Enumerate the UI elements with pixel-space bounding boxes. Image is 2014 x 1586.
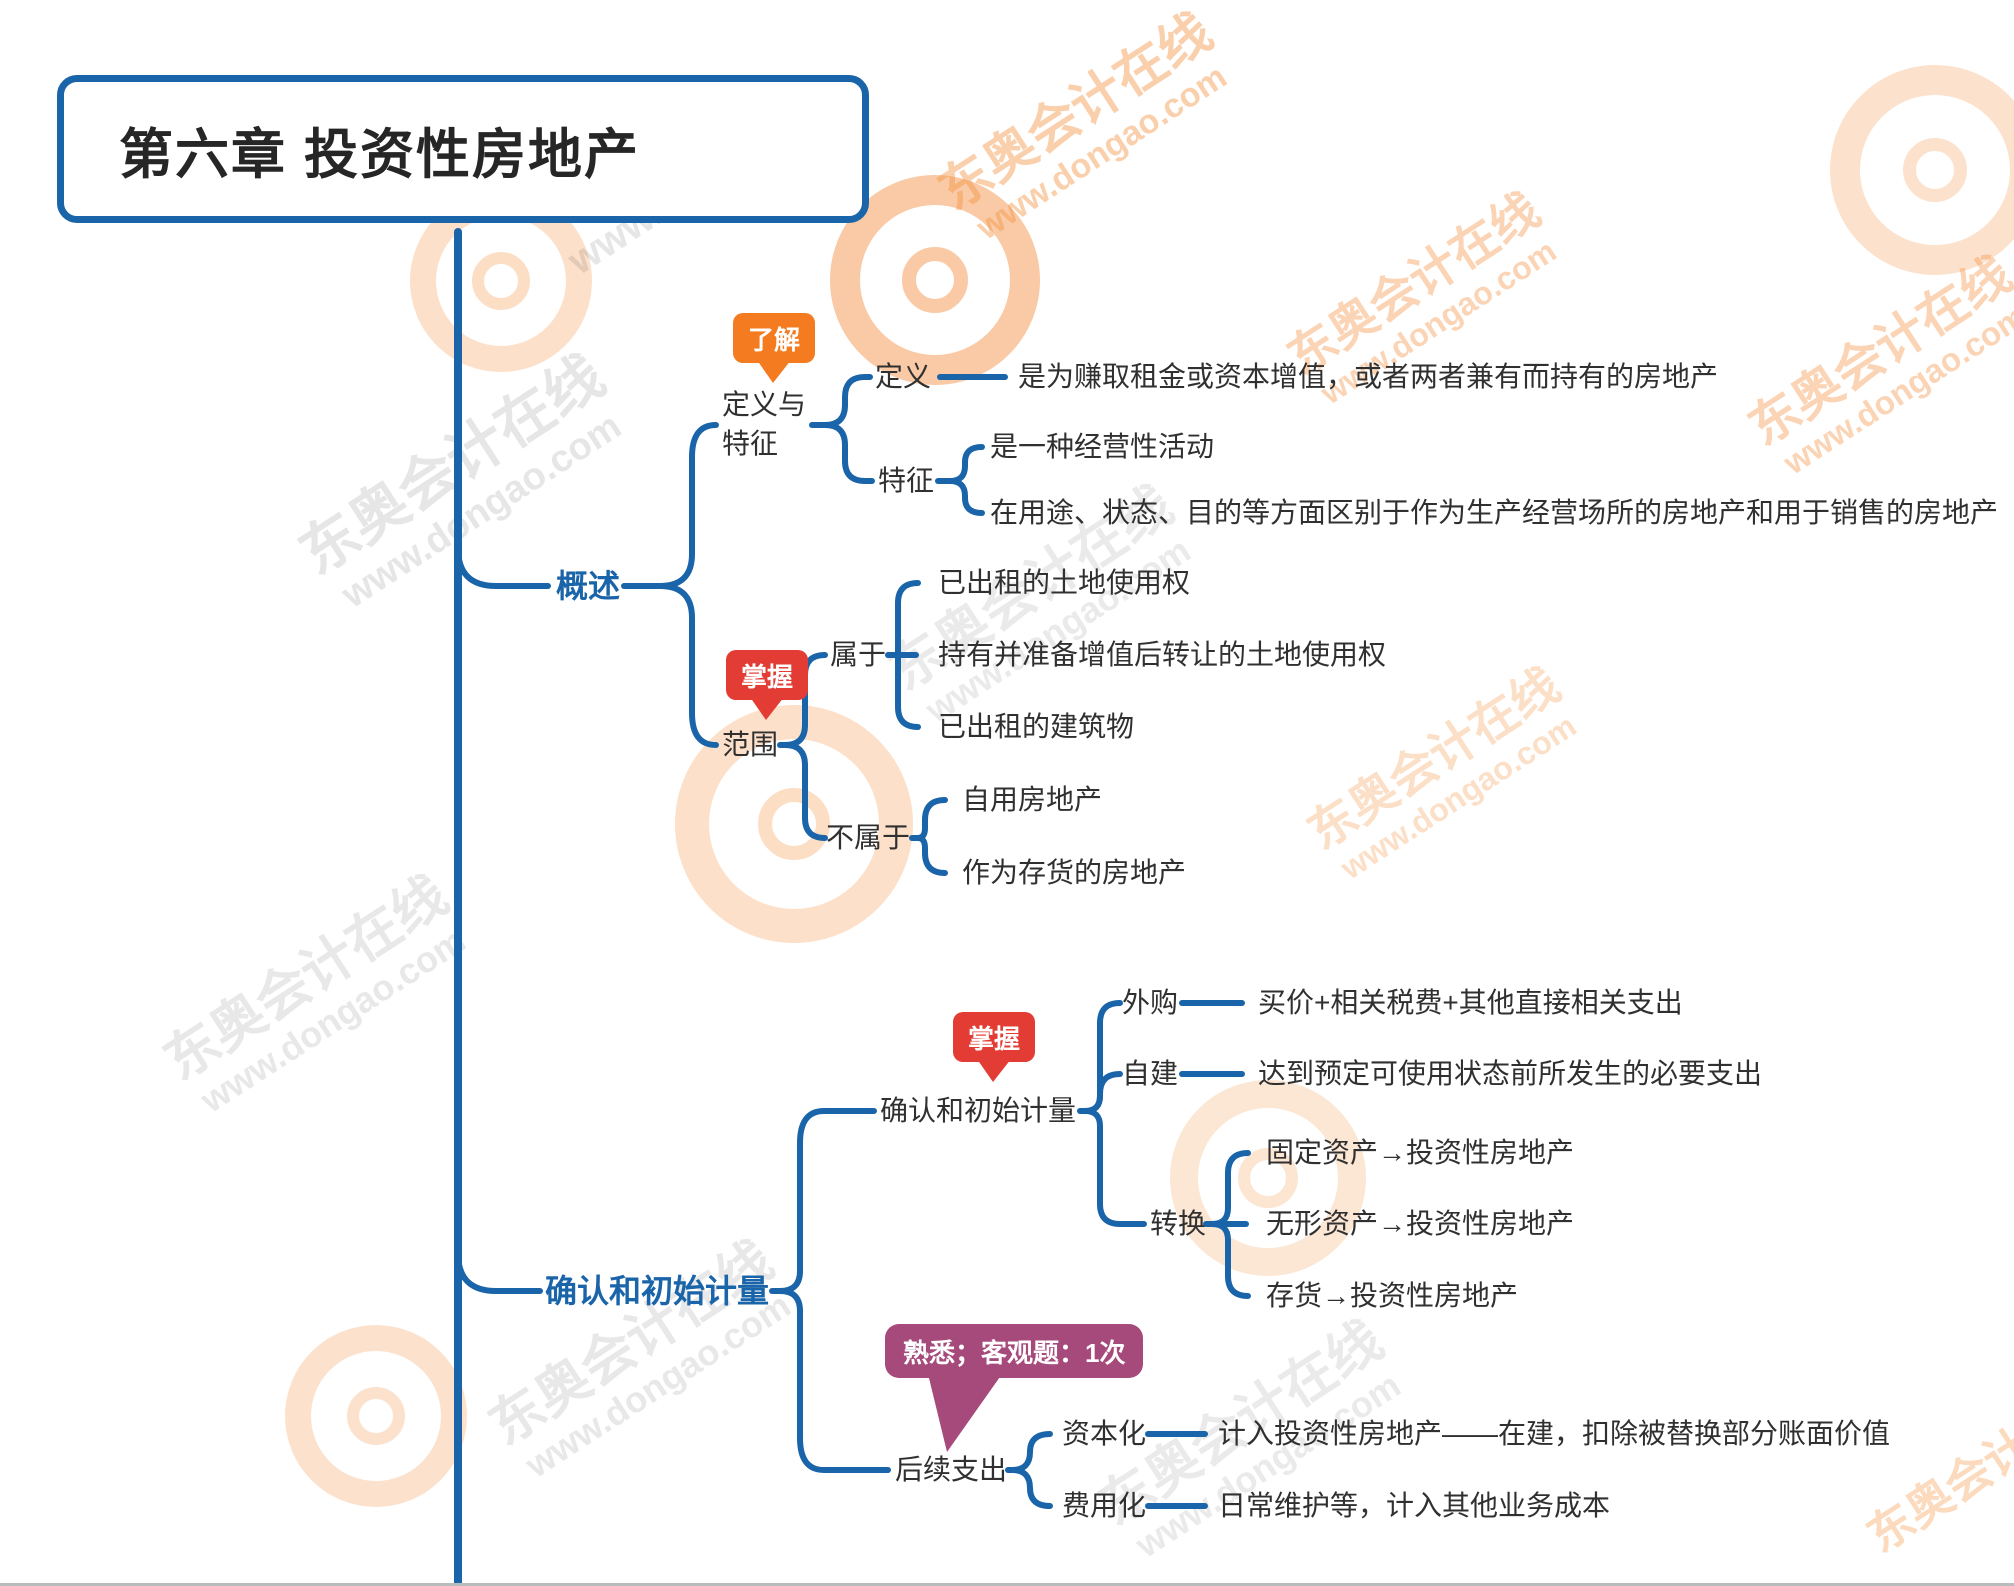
text-conversion-2: 无形资产→投资性房地产	[1266, 1208, 1575, 1239]
text-capitalized: 计入投资性房地产——在建，扣除被替换部分账面价值	[1218, 1418, 1891, 1449]
chapter-title-box: 第六章 投资性房地产	[57, 75, 869, 223]
node-subsequent-expenditure: 后续支出	[895, 1454, 1008, 1485]
text-feature-2: 在用途、状态、目的等方面区别于作为生产经营场所的房地产和用于销售的房地产	[990, 497, 1999, 528]
node-features: 特征	[878, 465, 935, 496]
text-conversion-3: 存货→投资性房地产	[1266, 1280, 1519, 1311]
text-not-belongs-2: 作为存货的房地产	[962, 857, 1187, 888]
node-initial-measurement: 确认和初始计量	[880, 1095, 1077, 1126]
node-definition: 定义	[875, 361, 932, 392]
node-definition-features: 定义与特征	[722, 389, 807, 459]
text-belongs-3: 已出租的建筑物	[938, 711, 1135, 742]
node-conversion: 转换	[1150, 1208, 1207, 1239]
priority-badge-shuxi: 熟悉；客观题：1次	[885, 1324, 1144, 1378]
text-not-belongs-1: 自用房地产	[962, 784, 1103, 815]
node-not-belongs: 不属于	[826, 822, 911, 853]
text-conversion-1: 固定资产→投资性房地产	[1266, 1137, 1575, 1168]
text-feature-1: 是一种经营性活动	[990, 431, 1215, 462]
text-purchased: 买价+相关税费+其他直接相关支出	[1258, 987, 1683, 1018]
node-belongs: 属于	[830, 639, 887, 670]
text-definition: 是为赚取租金或资本增值，或者两者兼有而持有的房地产	[1018, 361, 1719, 392]
node-scope: 范围	[722, 729, 779, 760]
node-purchased: 外购	[1122, 987, 1179, 1018]
text-expensed: 日常维护等，计入其他业务成本	[1218, 1490, 1611, 1521]
branch-overview: 概述	[556, 568, 621, 604]
node-capitalized: 资本化	[1062, 1418, 1147, 1449]
priority-badge-liaojie: 了解	[733, 313, 815, 363]
node-expensed: 费用化	[1062, 1490, 1147, 1521]
text-belongs-1: 已出租的土地使用权	[938, 567, 1191, 598]
branch-recognition: 确认和初始计量	[545, 1273, 770, 1309]
priority-badge-zhangwo-recognition: 掌握	[953, 1012, 1035, 1062]
node-self-built: 自建	[1122, 1058, 1179, 1089]
priority-badge-zhangwo-scope: 掌握	[726, 650, 808, 700]
text-belongs-2: 持有并准备增值后转让的土地使用权	[938, 639, 1387, 670]
chapter-title: 第六章 投资性房地产	[119, 124, 641, 185]
text-self-built: 达到预定可使用状态前所发生的必要支出	[1258, 1058, 1763, 1089]
